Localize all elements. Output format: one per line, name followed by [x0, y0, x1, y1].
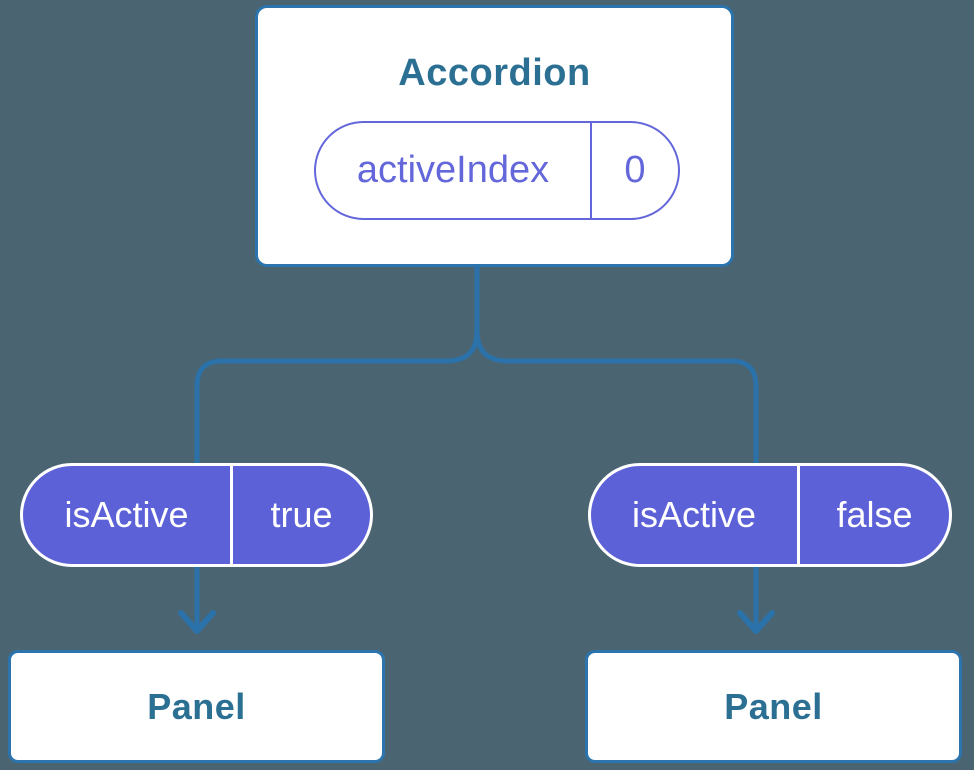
branch-left-line: [194, 330, 480, 466]
prop-value-label: false: [836, 494, 913, 535]
down-arrow-icon: [178, 610, 216, 634]
panel-node-title: Panel: [147, 685, 246, 727]
prop-value-label: true: [270, 494, 333, 535]
prop-pill-left: isActive true: [20, 463, 373, 567]
accordion-node: Accordion activeIndex 0: [255, 5, 734, 267]
down-arrow-icon: [737, 610, 775, 634]
prop-pill-right: isActive false: [588, 463, 952, 567]
state-name-label: activeIndex: [316, 123, 592, 218]
prop-name-label: isActive: [23, 466, 233, 564]
accordion-node-title: Accordion: [398, 52, 591, 94]
panel-node-left: Panel: [8, 650, 385, 763]
prop-name-label: isActive: [591, 466, 800, 564]
state-value-label: 0: [624, 149, 646, 191]
panel-node-title: Panel: [724, 685, 823, 727]
branch-right-line: [474, 330, 759, 466]
panel-node-right: Panel: [585, 650, 962, 763]
state-pill: activeIndex 0: [314, 121, 680, 220]
